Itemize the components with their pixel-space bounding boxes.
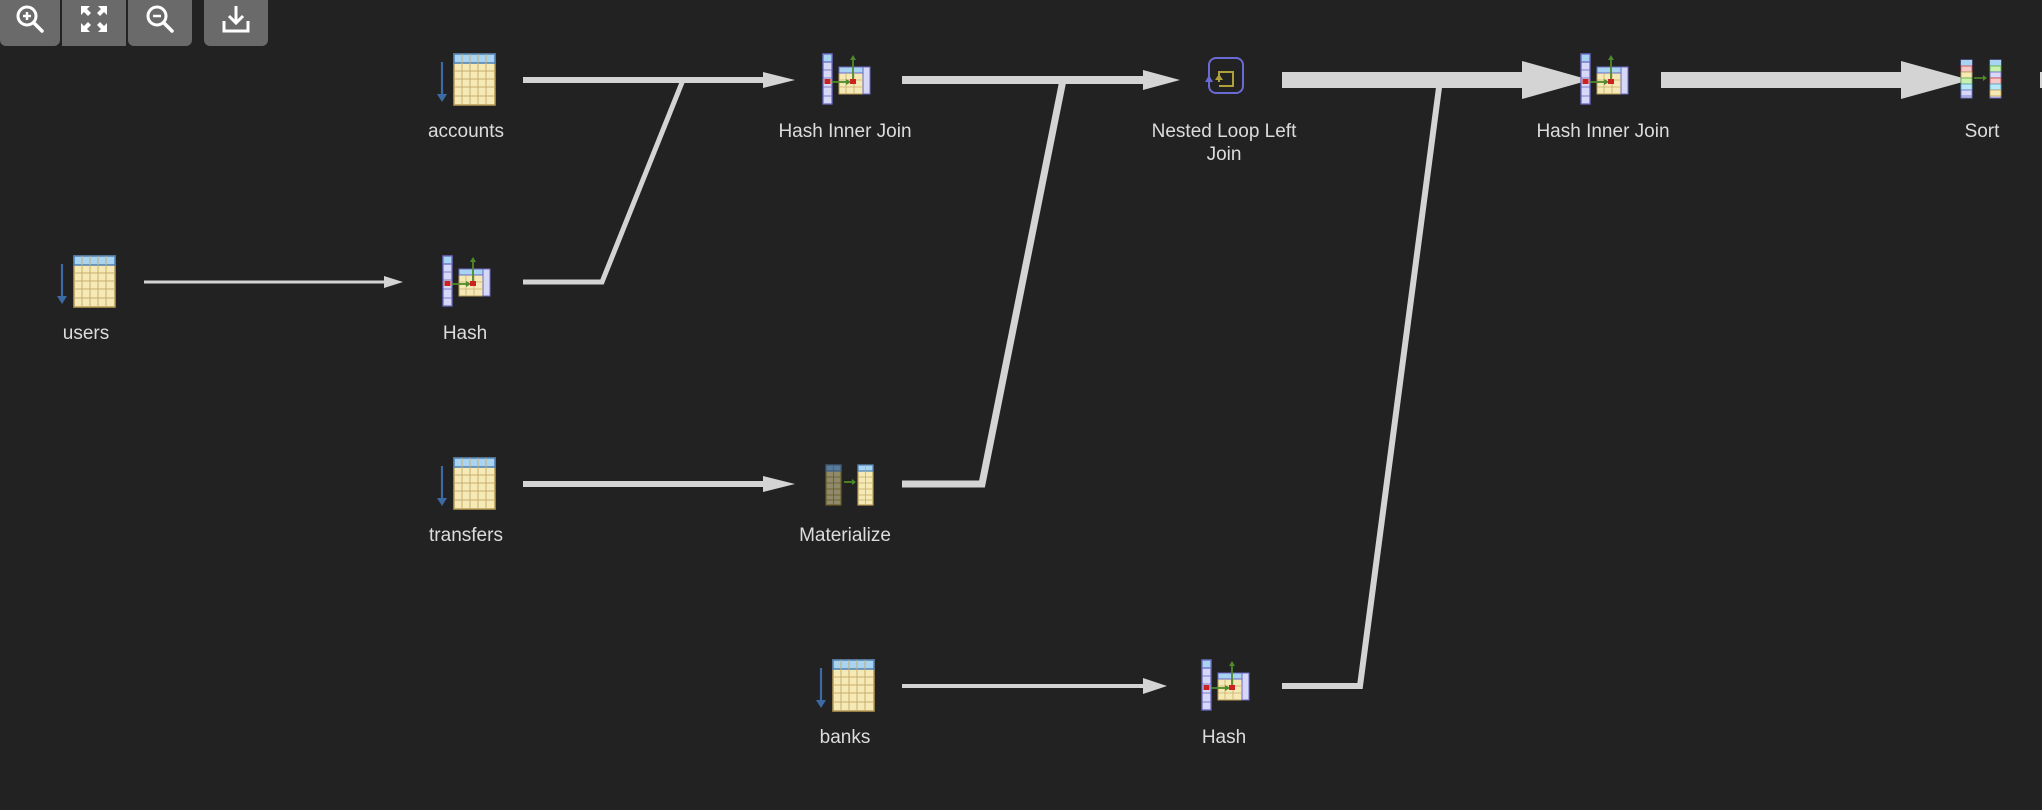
fit-icon: [81, 6, 107, 32]
node-label: transfers: [429, 525, 503, 546]
node-label: accounts: [427, 121, 505, 142]
hash-join-icon: [1568, 52, 1638, 108]
node-label: Hash: [1201, 727, 1247, 748]
node-label: Hash: [442, 323, 488, 344]
node-label: Sort: [1964, 121, 2000, 142]
edge-hash1-hij1: [523, 79, 686, 285]
edge-banks-hash2: [902, 678, 1167, 694]
table-scan-icon: [810, 658, 880, 714]
edge-hij2-sort: [1661, 61, 1970, 99]
hash-icon: [430, 254, 500, 310]
node-hash-inner-join-1[interactable]: Hash Inner Join: [755, 52, 935, 143]
table-scan-icon: [51, 254, 121, 310]
hash-icon: [1189, 658, 1259, 714]
edge-materialize-nlj: [902, 79, 1067, 488]
node-label: Hash Inner Join: [778, 121, 912, 142]
zoom-in-button[interactable]: [0, 0, 60, 46]
zoom-in-icon: [16, 5, 44, 33]
node-hash-inner-join-2[interactable]: Hash Inner Join: [1513, 52, 1693, 143]
node-label: banks: [819, 727, 871, 748]
node-label: users: [62, 323, 110, 344]
node-label: Hash Inner Join: [1536, 121, 1670, 142]
edge-hij1-nlj: [902, 70, 1180, 90]
table-scan-icon: [431, 52, 501, 108]
hash-join-icon: [810, 52, 880, 108]
edge-hash2-hij2: [1282, 79, 1443, 689]
node-hash-2[interactable]: Hash: [1134, 658, 1314, 749]
zoom-out-button[interactable]: [128, 0, 192, 46]
node-users[interactable]: users: [0, 254, 176, 345]
node-materialize[interactable]: Materialize: [755, 456, 935, 547]
table-scan-icon: [431, 456, 501, 512]
node-label: Nested Loop Left Join: [1151, 121, 1297, 165]
edge-sort-offscreen: [2040, 72, 2042, 88]
node-banks[interactable]: banks: [755, 658, 935, 749]
node-transfers[interactable]: transfers: [376, 456, 556, 547]
download-button[interactable]: [204, 0, 268, 46]
edge-nlj-hij2: [1282, 61, 1590, 99]
edge-users-hash1: [144, 276, 403, 288]
node-hash-1[interactable]: Hash: [375, 254, 555, 345]
materialize-icon: [810, 456, 880, 512]
fit-button[interactable]: [62, 0, 126, 46]
edge-accounts-hij1: [523, 72, 795, 88]
zoom-out-icon: [146, 5, 174, 33]
nested-loop-icon: [1189, 52, 1259, 108]
node-sort[interactable]: Sort: [1892, 52, 2042, 143]
sort-icon: [1947, 52, 2017, 108]
node-label: Materialize: [799, 525, 891, 546]
node-accounts[interactable]: accounts: [376, 52, 556, 143]
edge-transfers-materialize: [523, 476, 795, 492]
node-nested-loop-left-join[interactable]: Nested Loop Left Join: [1134, 52, 1314, 166]
download-icon: [222, 6, 250, 33]
